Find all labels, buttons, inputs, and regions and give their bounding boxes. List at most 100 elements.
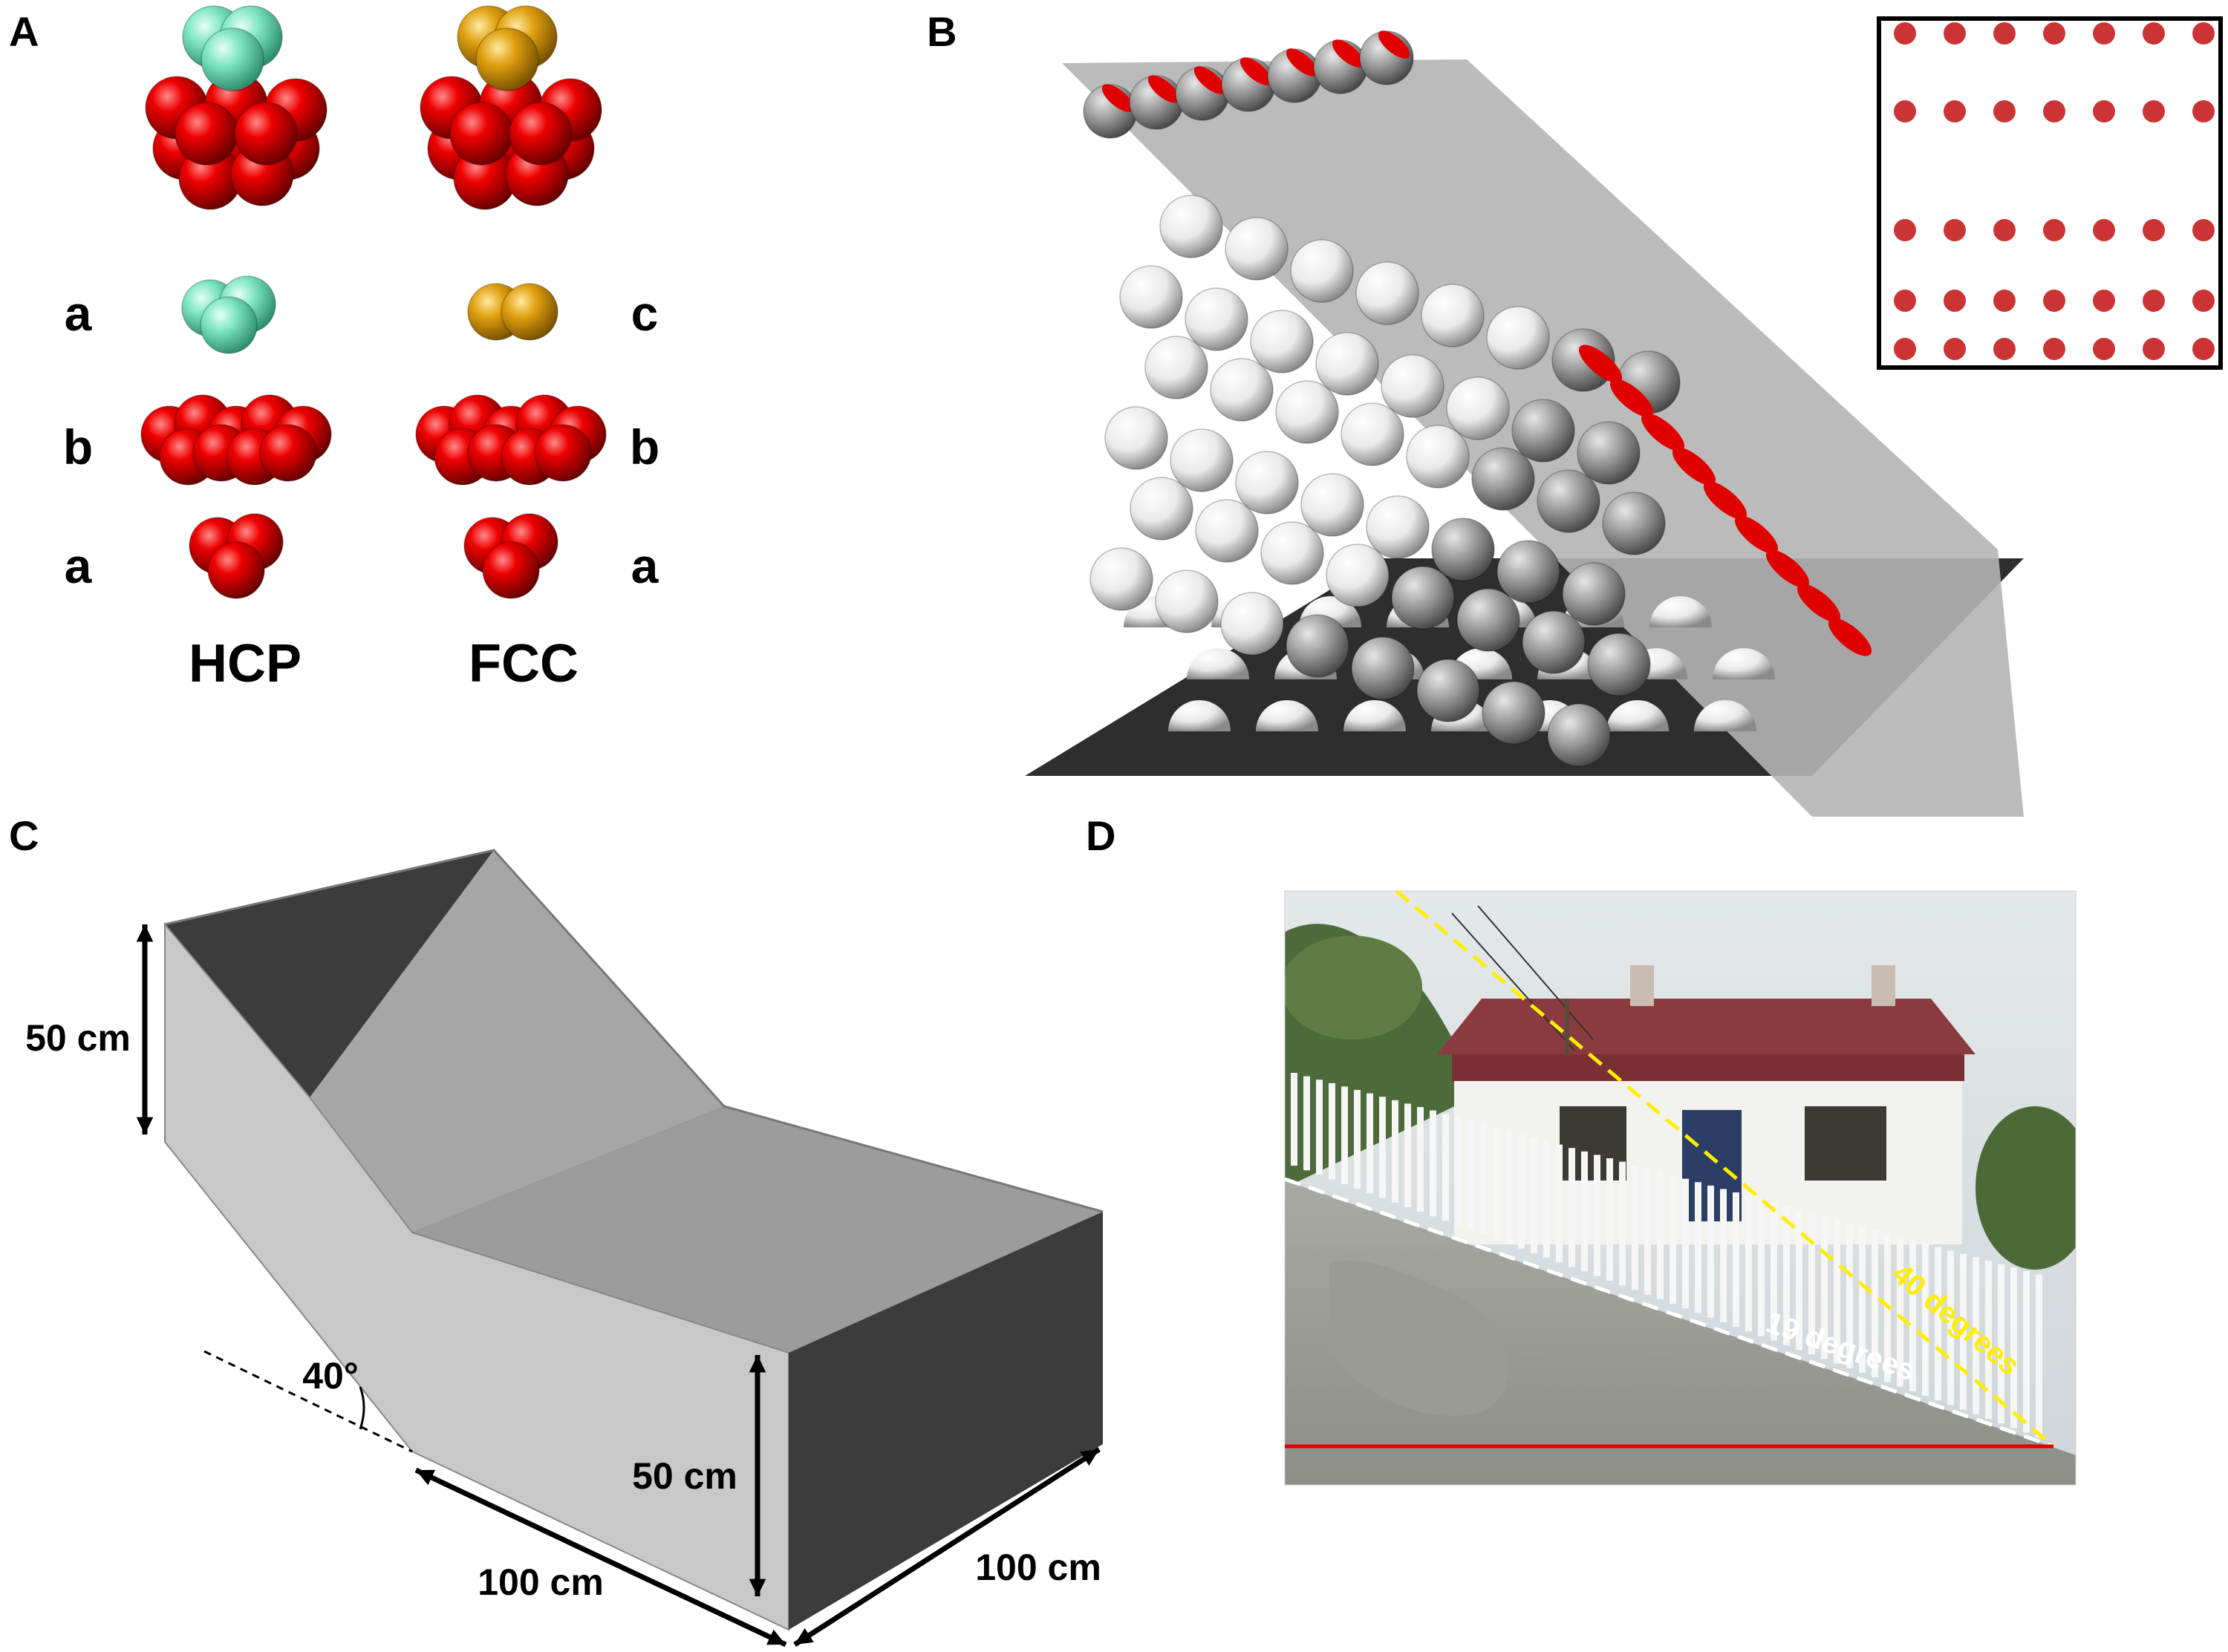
fence-picket — [1771, 1202, 1777, 1341]
fence-picket — [1821, 1216, 1828, 1359]
panel-a-label: A — [9, 8, 39, 55]
sphere — [1511, 399, 1575, 463]
density-cluster — [1993, 338, 2016, 360]
density-cluster — [2192, 338, 2215, 360]
section-cut — [1193, 66, 1226, 94]
arrowhead — [766, 1629, 786, 1645]
section-cut — [1101, 84, 1134, 112]
density-cluster — [1993, 100, 2016, 123]
fence-picket — [1291, 1073, 1297, 1166]
white-slope-line — [1284, 1177, 2054, 1449]
yellow-slope-line — [1395, 889, 2055, 1448]
arrowhead — [416, 1469, 435, 1486]
height-front-label: 50 cm — [632, 1455, 737, 1497]
sphere — [1185, 287, 1248, 351]
floor-hemisphere — [1649, 596, 1712, 627]
rim-edge — [164, 849, 1104, 1213]
inset-density-plot — [1894, 22, 2215, 360]
density-cluster — [1894, 290, 1916, 312]
sphere — [1577, 421, 1641, 485]
fence-picket — [1404, 1103, 1411, 1207]
density-cluster — [2143, 338, 2165, 360]
panel-b-slope-packing — [1025, 16, 2223, 817]
fence-picket — [1846, 1223, 1853, 1368]
sphere — [1446, 376, 1510, 440]
sphere — [1421, 284, 1485, 347]
sphere — [234, 102, 298, 166]
sphere — [259, 424, 317, 482]
panel-a-stacking: a b a c b a HCP FCC — [63, 5, 659, 693]
section-cut — [1240, 57, 1272, 85]
picket-fence — [1291, 1073, 2042, 1437]
fence-picket — [1619, 1161, 1626, 1286]
fence-picket — [2010, 1267, 2017, 1429]
hcp-layer-label-middle: b — [63, 419, 93, 474]
fcc-cluster — [420, 5, 602, 210]
sphere — [1326, 543, 1390, 607]
density-cluster — [1894, 219, 1916, 241]
sphere — [201, 27, 264, 91]
hcp-layer-label-bottom: a — [65, 538, 93, 593]
hcp-cluster — [145, 5, 328, 210]
front-right-wall — [789, 1212, 1103, 1630]
fence-picket — [1834, 1219, 1840, 1364]
dimension-line — [793, 1447, 1101, 1647]
density-cluster — [2093, 338, 2115, 360]
house-verandah-roof — [1452, 1054, 1964, 1081]
density-cluster — [2143, 100, 2165, 123]
sphere — [1300, 473, 1364, 537]
density-cluster — [1894, 100, 1916, 123]
arrowhead — [749, 1355, 766, 1373]
height-left-label: 50 cm — [25, 1017, 131, 1059]
fence-picket — [1796, 1209, 1802, 1350]
angle-arc — [359, 1386, 365, 1430]
road-patch — [1329, 1261, 1509, 1417]
sphere — [1482, 681, 1545, 745]
panel-d-label: D — [1086, 812, 1115, 859]
flat-floor — [412, 1106, 1103, 1353]
fence-picket — [1657, 1172, 1664, 1299]
fcc-layer-label-bottom: a — [631, 538, 659, 593]
density-cluster — [2043, 290, 2065, 312]
dimension-line — [414, 1467, 787, 1648]
fence-picket — [1543, 1141, 1550, 1258]
sphere — [501, 283, 558, 341]
sphere — [1220, 592, 1284, 656]
sphere-lattice — [1083, 30, 1872, 767]
power-line — [1451, 912, 1575, 1051]
fence-picket — [1367, 1093, 1373, 1194]
sphere — [1119, 265, 1183, 329]
hcp-layer-label-top: a — [65, 286, 93, 341]
fence-picket — [1960, 1253, 1967, 1410]
section-cut — [1378, 30, 1410, 59]
panel-b-label: B — [927, 8, 957, 55]
floor-hemisphere — [1256, 700, 1318, 731]
fence-picket — [1859, 1227, 1866, 1373]
fence-picket — [2036, 1274, 2042, 1437]
section-cut — [1797, 584, 1841, 622]
fence-picket — [1480, 1124, 1487, 1235]
fence-picket — [1644, 1168, 1651, 1295]
sphere — [1250, 310, 1314, 373]
fence-picket — [1341, 1086, 1348, 1184]
sphere — [1547, 703, 1611, 767]
sphere — [1155, 569, 1219, 633]
chimney-right — [1872, 965, 1895, 1006]
density-cluster — [2192, 100, 2215, 123]
density-cluster — [1944, 290, 1966, 312]
section-cut — [1641, 413, 1685, 451]
section-cut — [1332, 39, 1364, 68]
arrowhead — [1080, 1449, 1099, 1466]
sphere — [1355, 261, 1419, 325]
density-cluster — [1993, 290, 2016, 312]
sphere — [475, 27, 539, 91]
section-cut — [1609, 379, 1654, 417]
density-cluster — [2143, 22, 2165, 45]
sphere — [1496, 540, 1560, 604]
fence-picket — [1872, 1230, 1878, 1378]
fence-picket — [1695, 1182, 1701, 1313]
fence-picket — [1985, 1261, 1992, 1419]
floor-hemisphere — [1168, 700, 1231, 731]
fence-picket — [1417, 1107, 1424, 1212]
density-cluster — [1944, 219, 1966, 241]
